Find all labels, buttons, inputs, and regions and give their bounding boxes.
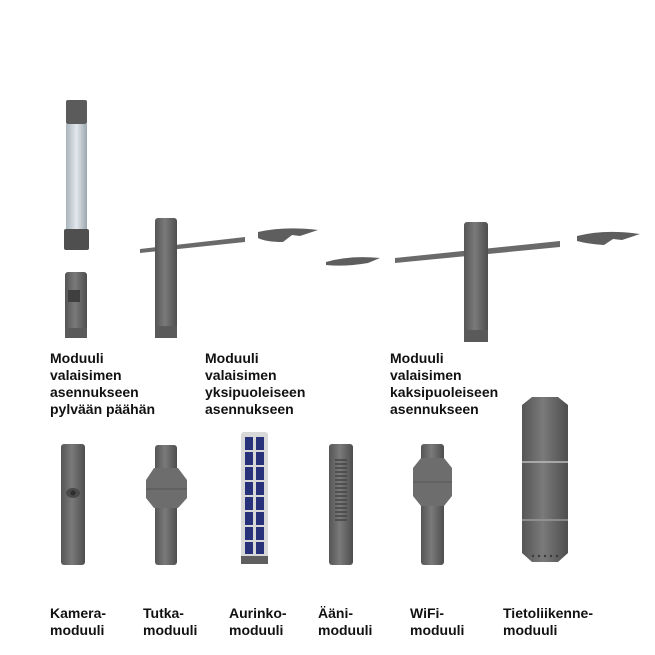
audio-module-illustration xyxy=(329,444,353,565)
label-camera-module: Kamera- moduuli xyxy=(50,605,107,638)
pole-top-module-illustration xyxy=(65,272,87,338)
double-sided-module-illustration xyxy=(326,222,640,342)
label-wifi-module: WiFi- moduuli xyxy=(410,605,465,638)
wifi-module-illustration xyxy=(413,444,452,565)
label-pole-top-module: Moduuli valaisimen asennukseen pylvään p… xyxy=(50,350,156,417)
label-radar-module: Tutka- moduuli xyxy=(143,605,198,638)
label-audio-module: Ääni- moduuli xyxy=(318,605,373,638)
radar-module-illustration xyxy=(146,445,187,565)
label-telecom-module: Tietoliikenne- moduuli xyxy=(503,605,593,638)
telecom-module-illustration xyxy=(522,397,568,562)
single-sided-module-illustration xyxy=(140,218,318,338)
solar-module-illustration xyxy=(241,432,268,564)
label-double-sided-module: Moduuli valaisimen kaksipuoleiseen asenn… xyxy=(390,350,499,417)
label-single-sided-module: Moduuli valaisimen yksipuoleiseen asennu… xyxy=(205,350,306,417)
pole-top-lamp-illustration xyxy=(64,100,89,250)
camera-module-illustration xyxy=(61,444,85,565)
label-solar-module: Aurinko- moduuli xyxy=(229,605,287,638)
